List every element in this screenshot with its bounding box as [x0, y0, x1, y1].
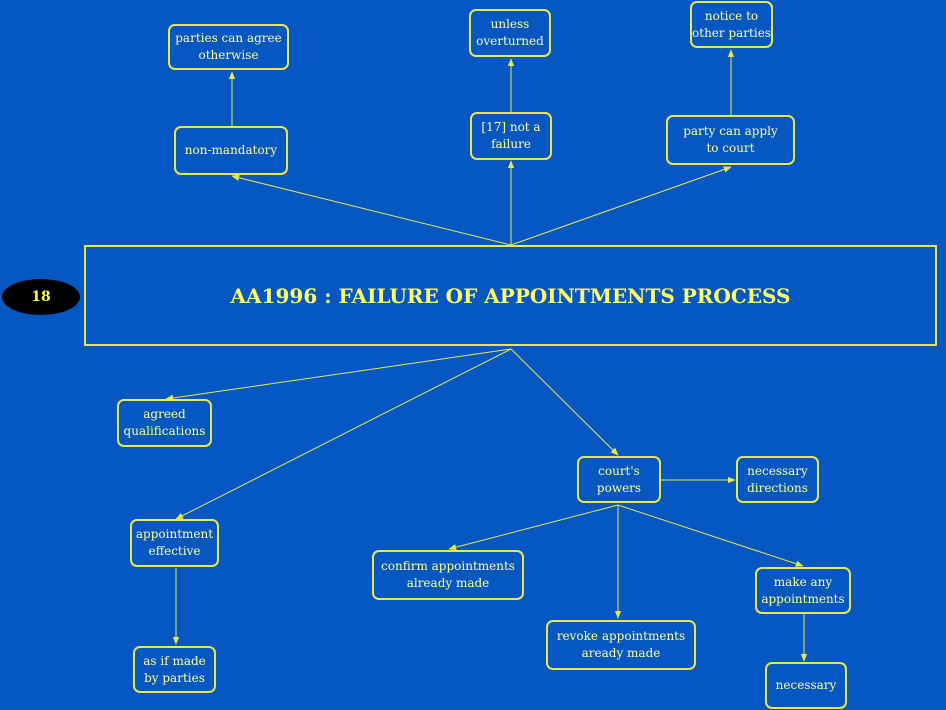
node-make-appointments: make any appointments — [755, 567, 851, 614]
node-necessary: necessary — [765, 662, 847, 709]
arrow-title-to-agreed-qualifications — [165, 348, 512, 402]
node-appointment-effective: appointment effective — [130, 519, 219, 567]
node-agreed-qualifications: agreed qualifications — [117, 399, 212, 447]
arrow-courts-powers-to-make — [617, 504, 804, 567]
arrow-title-to-courts-powers — [510, 348, 619, 456]
node-confirm-appointments: confirm appointments already made — [372, 550, 524, 600]
arrow-title-to-non-mandatory — [231, 174, 512, 246]
arrow-title-to-appointment-effective — [175, 348, 512, 520]
main-topic-title: AA1996 : FAILURE OF APPOINTMENTS PROCESS — [230, 283, 791, 308]
node-revoke-appointments: revoke appointments aready made — [546, 620, 696, 670]
node-notice-parties: notice to other parties — [690, 1, 773, 48]
node-unless-overturned: unless overturned — [469, 9, 551, 57]
arrow-title-to-party-apply — [510, 166, 732, 246]
node-parties-agree: parties can agree otherwise — [168, 24, 289, 70]
main-topic-box: AA1996 : FAILURE OF APPOINTMENTS PROCESS — [84, 245, 937, 346]
node-not-failure: [17] not a failure — [470, 112, 552, 160]
node-party-apply: party can apply to court — [666, 115, 795, 165]
node-necessary-directions: necessary directions — [736, 456, 819, 503]
arrow-courts-powers-to-confirm — [448, 504, 619, 551]
slide-number: 18 — [31, 289, 51, 305]
node-courts-powers: court's powers — [577, 456, 661, 503]
slide-number-badge: 18 — [2, 279, 80, 315]
node-as-if-made: as if made by parties — [133, 646, 216, 693]
node-non-mandatory: non-mandatory — [174, 126, 288, 175]
